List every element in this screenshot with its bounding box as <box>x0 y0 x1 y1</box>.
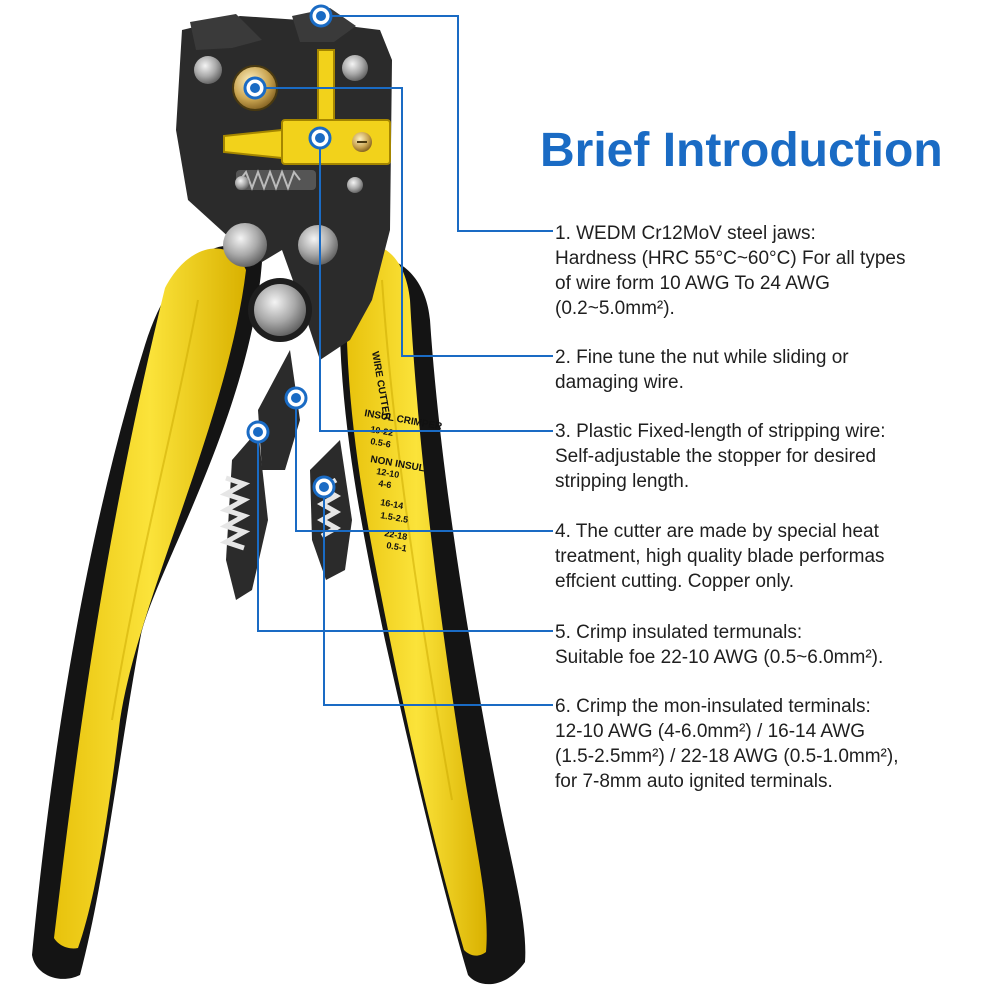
callout-marker-2 <box>243 76 267 100</box>
callout-marker-1 <box>309 4 333 28</box>
callout-line-3 <box>319 138 553 432</box>
callout-3-line: stripping length. <box>555 471 690 492</box>
callout-text-1: 1. WEDM Cr12MoV steel jaws: Hardness (HR… <box>555 221 995 321</box>
marking-noninsul-awg-2: 16-14 <box>380 497 404 511</box>
left-handle <box>32 245 262 979</box>
callout-1-line: Hardness (HRC 55°C~60°C) For all types <box>555 248 906 269</box>
callout-4-line: effcient cutting. Copper only. <box>555 571 795 592</box>
callout-6-line: for 7-8mm auto ignited terminals. <box>555 771 833 792</box>
callout-3-line: 3. Plastic Fixed-length of stripping wir… <box>555 421 886 442</box>
steel-jaws <box>176 8 392 360</box>
callout-line-5 <box>257 432 553 632</box>
callout-1-line: of wire form 10 AWG To 24 AWG <box>555 273 830 294</box>
callout-text-5: 5. Crimp insulated termunals: Suitable f… <box>555 620 995 670</box>
callout-marker-5 <box>246 420 270 444</box>
callout-5-line: Suitable foe 22-10 AWG (0.5~6.0mm²). <box>555 647 884 668</box>
callout-text-4: 4. The cutter are made by special heat t… <box>555 519 995 594</box>
callout-marker-6 <box>312 475 336 499</box>
marking-noninsul-mm-3: 0.5-1 <box>386 540 408 553</box>
marking-noninsul-awg-1: 12-10 <box>376 466 400 480</box>
callout-lines <box>255 15 553 706</box>
marking-noninsul-mm-2: 1.5-2.5 <box>380 510 409 525</box>
callout-2-line: 2. Fine tune the nut while sliding or <box>555 347 849 368</box>
crimp-teeth <box>219 350 352 600</box>
callout-4-line: 4. The cutter are made by special heat <box>555 521 879 542</box>
callout-marker-4 <box>284 386 308 410</box>
callout-6-line: 6. Crimp the mon-insulated terminals: <box>555 696 871 717</box>
marking-noninsul-mm-1: 4-6 <box>378 478 393 490</box>
callout-6-line: (1.5-2.5mm²) / 22-18 AWG (0.5-1.0mm²), <box>555 746 899 767</box>
callout-1-line: (0.2~5.0mm²). <box>555 298 675 319</box>
callout-line-1 <box>321 15 553 232</box>
callout-line-2 <box>255 87 553 357</box>
callout-2-line: damaging wire. <box>555 372 684 393</box>
callout-text-3: 3. Plastic Fixed-length of stripping wir… <box>555 419 995 494</box>
callout-markers <box>243 4 336 499</box>
callout-line-6 <box>323 487 553 706</box>
marking-insul-range-2: 0.5-6 <box>370 436 392 449</box>
callout-text-2: 2. Fine tune the nut while sliding or da… <box>555 345 995 395</box>
right-handle <box>339 245 526 985</box>
callout-text-6: 6. Crimp the mon-insulated terminals: 12… <box>555 694 995 794</box>
callout-5-line: 5. Crimp insulated termunals: <box>555 622 803 643</box>
callout-line-4 <box>295 398 553 532</box>
page-title: Brief Introduction <box>540 124 943 177</box>
callout-6-line: 12-10 AWG (4-6.0mm²) / 16-14 AWG <box>555 721 866 742</box>
callout-1-line: 1. WEDM Cr12MoV steel jaws: <box>555 223 816 244</box>
callout-4-line: treatment, high quality blade performas <box>555 546 885 567</box>
callout-3-line: Self-adjustable the stopper for desired <box>555 446 877 467</box>
callout-marker-3 <box>308 126 332 150</box>
